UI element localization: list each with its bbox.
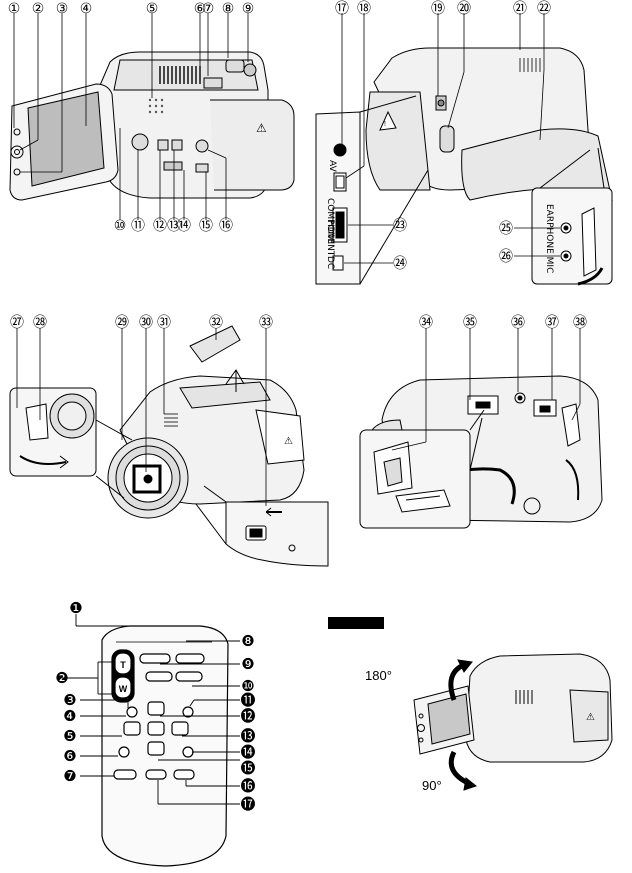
rotation-180-label: 180° — [365, 668, 392, 683]
callout-3: ③ — [56, 1, 69, 17]
jack-labels: AV COMPONENT HDMI DC EARPHONE MIC — [325, 160, 554, 273]
note-heading-bar — [328, 617, 384, 629]
svg-text:⚠: ⚠ — [284, 436, 293, 447]
callout-2: ⑱ — [357, 1, 371, 17]
zoom-wide-key: W — [119, 684, 128, 694]
callout-13: ⑬ — [167, 218, 181, 234]
callout-1: ① — [8, 1, 21, 17]
callout-5: ㊳ — [573, 315, 587, 331]
callout-15: ⓯ — [240, 759, 255, 777]
hdmi-label: HDMI — [325, 220, 335, 244]
callout-5: ㉑ — [513, 1, 527, 17]
callout-3: ❸ — [63, 691, 76, 709]
dc-label: DC — [325, 256, 335, 269]
callout-12: ⓬ — [240, 707, 255, 725]
callout-3: ㉙ — [115, 315, 129, 331]
camcorder-lcd-rotation: ⚠ — [413, 653, 613, 791]
component-label: COMPONENT — [325, 198, 335, 257]
callout-8: ❽ — [241, 632, 254, 650]
callout-2: ㉟ — [463, 315, 477, 331]
rotation-90-label: 90° — [422, 778, 442, 793]
svg-text:⚠: ⚠ — [586, 712, 595, 723]
callout-1: ㉗ — [10, 315, 24, 331]
zoom-tele-key: T — [120, 660, 126, 670]
camcorder-back: ! — [315, 47, 613, 286]
callout-5: ⑤ — [146, 1, 159, 17]
callout-1: ❶ — [69, 599, 82, 617]
callout-7: ⑦ — [202, 1, 215, 17]
callout-6: ㉜ — [209, 315, 223, 331]
svg-text:!: ! — [384, 121, 386, 128]
callout-4: ⑳ — [457, 1, 471, 17]
callout-2: ㉘ — [33, 315, 47, 331]
callout-4: ❹ — [63, 707, 76, 725]
remote-control — [101, 625, 229, 867]
callout-12: ⑫ — [153, 218, 167, 234]
callout-9: ❾ — [241, 655, 254, 673]
callout-6: ❻ — [63, 747, 76, 765]
callout-1: ㉞ — [419, 315, 433, 331]
callout-6: ⑥ — [194, 1, 207, 17]
callout-5: ❺ — [63, 727, 76, 745]
callout-2: ❷ — [55, 669, 68, 687]
ear-mic-label: EARPHONE MIC — [544, 204, 554, 273]
callout-14: ⓮ — [240, 743, 255, 761]
callout-7: ㉝ — [259, 315, 273, 331]
callout-5: ㉛ — [157, 315, 171, 331]
callout-4: ④ — [80, 1, 93, 17]
callout-17: ⓱ — [240, 795, 255, 813]
callout-3: ⑲ — [431, 1, 445, 17]
callout-14: ⑭ — [177, 218, 191, 234]
svg-text:⚠: ⚠ — [256, 121, 267, 135]
callout-10: ㉖ — [499, 249, 513, 265]
callout-8: ㉔ — [393, 256, 407, 272]
callout-15: ⑮ — [199, 218, 213, 234]
callout-9: ⑨ — [242, 1, 255, 17]
callout-1: ⑰ — [335, 1, 349, 17]
callout-8: ⑧ — [222, 1, 235, 17]
callout-11: ⑪ — [131, 218, 145, 234]
callout-7: ❼ — [63, 767, 76, 785]
callout-2: ② — [32, 1, 45, 17]
callout-7: ㉓ — [393, 218, 407, 234]
camcorder-lcd-open: ⚠ — [9, 51, 295, 201]
callout-11: ⓫ — [240, 691, 255, 709]
remote-zoom-keys: T W — [119, 660, 128, 694]
av-label: AV — [327, 160, 337, 173]
callout-3: ㊱ — [511, 315, 525, 331]
callout-9: ㉕ — [499, 221, 513, 237]
callout-4: ㉚ — [139, 315, 153, 331]
camcorder-front: ⚠ — [9, 325, 329, 567]
camcorder-bottom — [359, 375, 603, 529]
callout-13: ⓭ — [240, 727, 255, 745]
callout-16: ⑯ — [219, 218, 233, 234]
callout-16: ⓰ — [240, 777, 255, 795]
callout-10: ❿ — [241, 677, 254, 695]
callout-6: ㉒ — [537, 1, 551, 17]
callout-10: ⑩ — [114, 218, 127, 234]
callout-4: ㊲ — [545, 315, 559, 331]
